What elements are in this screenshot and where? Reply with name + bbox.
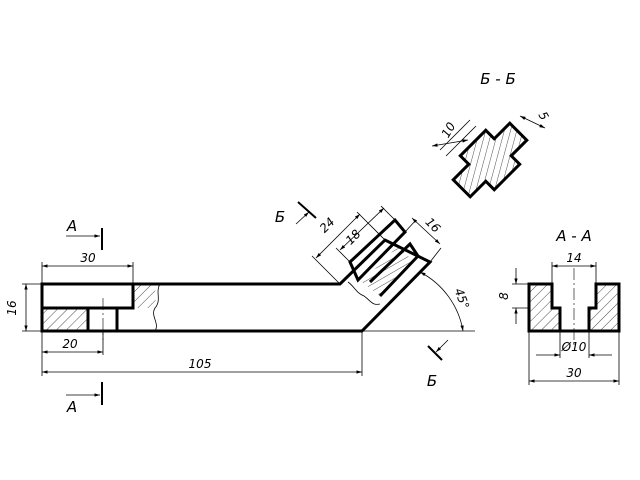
section-aa-title: А - А (555, 227, 591, 245)
main-section-hatch-right (117, 284, 160, 308)
section-marker-a-top: А (66, 217, 103, 250)
bb-dim-5: 5 (535, 109, 551, 123)
bb-dim-10: 10 (439, 120, 459, 141)
main-section-hatch (42, 308, 88, 331)
break-line (153, 283, 161, 332)
dim-24: 24 (317, 215, 338, 236)
aa-dim-14: 14 (566, 251, 581, 265)
dim-16-angled: 16 (422, 215, 443, 236)
marker-b-top-label: Б (275, 208, 285, 226)
dim-length: 105 (189, 357, 212, 371)
dim-hole-position: 20 (62, 337, 78, 351)
aa-dim-30: 30 (566, 366, 582, 380)
section-bb-profile (451, 121, 529, 199)
angled-break (347, 281, 381, 305)
angled-hatch (362, 246, 412, 296)
main-view (40, 217, 433, 340)
slot-outline (42, 282, 135, 310)
marker-a-top-label: А (66, 217, 77, 235)
section-bb-title: Б - Б (480, 70, 516, 88)
section-aa: А - А 14 8 Ø10 30 (497, 227, 621, 385)
aa-dim-diam: Ø10 (561, 340, 587, 354)
dim-angle: 45° (452, 286, 472, 311)
section-marker-b-bottom: Б (427, 339, 449, 390)
section-marker-a-bottom: А (66, 382, 103, 416)
marker-b-bottom-label: Б (427, 372, 437, 390)
section-marker-b-top: Б (275, 201, 317, 226)
hole-outline (86, 308, 119, 331)
dim-slot-length: 30 (80, 251, 96, 265)
marker-a-bottom-label: А (66, 398, 77, 416)
dim-thickness: 16 (5, 300, 19, 316)
section-bb: Б - Б 10 5 (431, 70, 551, 199)
aa-dim-8: 8 (497, 292, 511, 300)
